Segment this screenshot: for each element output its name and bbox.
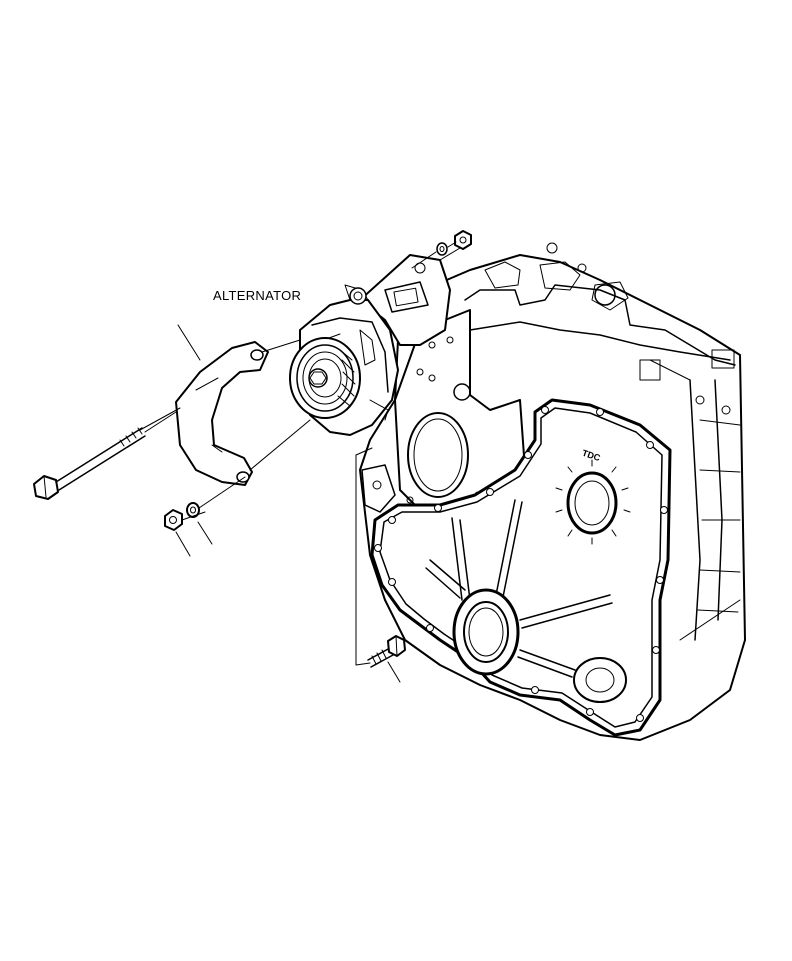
nut-left — [164, 509, 183, 531]
support-bracket — [175, 341, 269, 486]
front-cover: TDC — [361, 398, 672, 737]
washer-left — [186, 502, 200, 518]
callout-leaders — [175, 324, 401, 683]
assembly-lines — [139, 241, 457, 666]
long-bolt — [33, 411, 177, 500]
alternator-pulley — [289, 337, 361, 419]
nut-top — [454, 230, 472, 250]
alternator-label: ALTERNATOR — [213, 288, 301, 303]
washer-top — [436, 242, 448, 256]
alternator-mount-bracket — [359, 244, 466, 346]
tdc-timing-marks — [555, 459, 631, 545]
short-bolt — [367, 635, 406, 668]
